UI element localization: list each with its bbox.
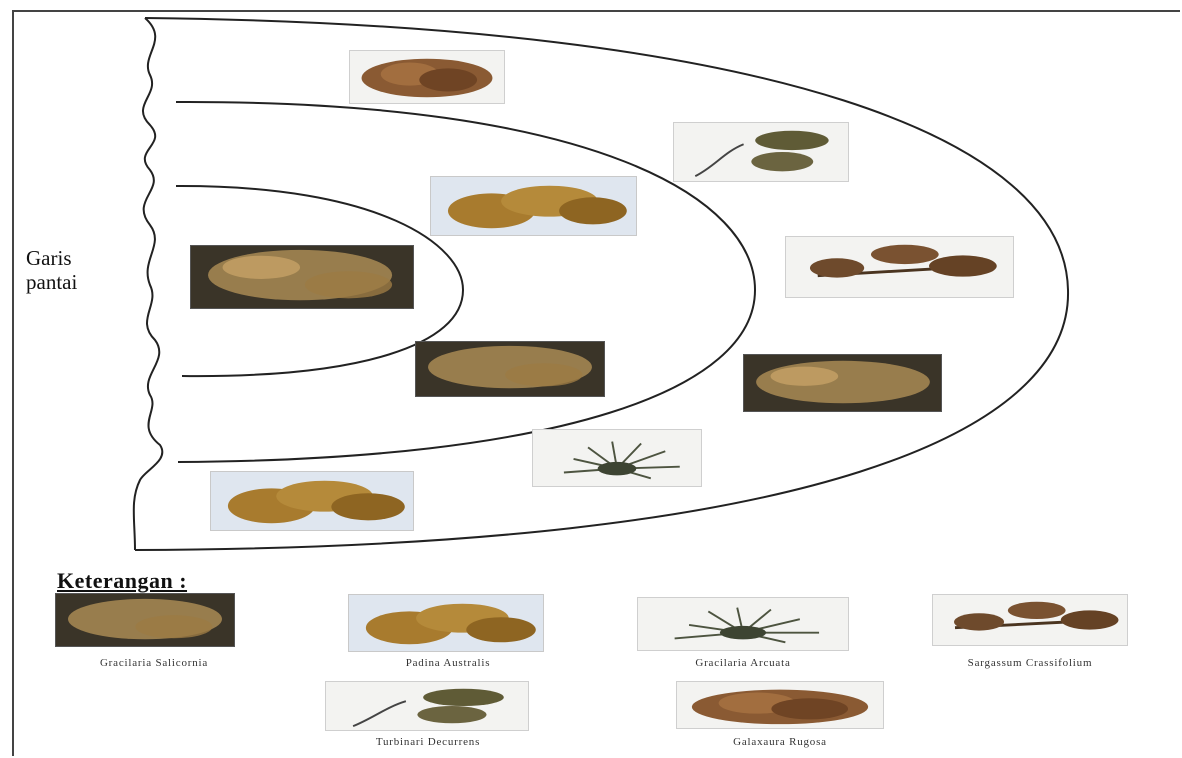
legend-swatch-gracilaria-salicornia	[55, 593, 235, 647]
legend-label-gracilaria-arcuata: Gracilaria Arcuata	[633, 657, 853, 669]
photo-galaxaura-rugosa-outer	[349, 50, 505, 104]
legend-swatch-gracilaria-arcuata	[637, 597, 849, 651]
legend-swatch-galaxaura-rugosa	[676, 681, 884, 729]
padina-australis-image	[211, 472, 413, 530]
shoreline-label: Garis pantai	[26, 246, 77, 294]
photo-padina-australis-outer	[210, 471, 414, 531]
turbinari-decurrens-image	[326, 682, 528, 730]
legend-title: Keterangan :	[57, 568, 187, 594]
legend-swatch-sargassum-crassifolium	[932, 594, 1128, 646]
padina-australis-image	[349, 595, 543, 651]
sargassum-crassifolium-image	[786, 237, 1013, 297]
photo-turbinari-decurrens-outer	[673, 122, 849, 182]
shoreline-label-line-2: pantai	[26, 270, 77, 294]
photo-padina-australis-middle	[430, 176, 637, 236]
sargassum-crassifolium-image	[933, 595, 1127, 645]
gracilaria-salicornia-image	[191, 246, 413, 308]
photo-gracilaria-salicornia-outer	[743, 354, 942, 412]
galaxaura-rugosa-image	[350, 51, 504, 103]
shoreline-label-line-1: Garis	[26, 246, 77, 270]
shoreline-line	[134, 18, 163, 550]
legend-label-padina-australis: Padina Australis	[338, 657, 558, 669]
galaxaura-rugosa-image	[677, 682, 883, 728]
gracilaria-arcuata-image	[638, 598, 848, 650]
legend-label-galaxaura-rugosa: Galaxaura Rugosa	[670, 736, 890, 748]
gracilaria-salicornia-image	[56, 594, 234, 646]
photo-sargassum-crassifolium-outer	[785, 236, 1014, 298]
legend-swatch-turbinari-decurrens	[325, 681, 529, 731]
gracilaria-arcuata-image	[533, 430, 701, 486]
legend-label-turbinari-decurrens: Turbinari Decurrens	[318, 736, 538, 748]
turbinari-decurrens-image	[674, 123, 848, 181]
photo-gracilaria-salicornia-inner	[190, 245, 414, 309]
legend-label-gracilaria-salicornia: Gracilaria Salicornia	[44, 657, 264, 669]
padina-australis-image	[431, 177, 636, 235]
gracilaria-salicornia-image	[744, 355, 941, 411]
photo-gracilaria-salicornia-middle	[415, 341, 605, 397]
legend-swatch-padina-australis	[348, 594, 544, 652]
legend-label-sargassum-crassifolium: Sargassum Crassifolium	[920, 657, 1140, 669]
photo-gracilaria-arcuata-outer	[532, 429, 702, 487]
gracilaria-salicornia-image	[416, 342, 604, 396]
